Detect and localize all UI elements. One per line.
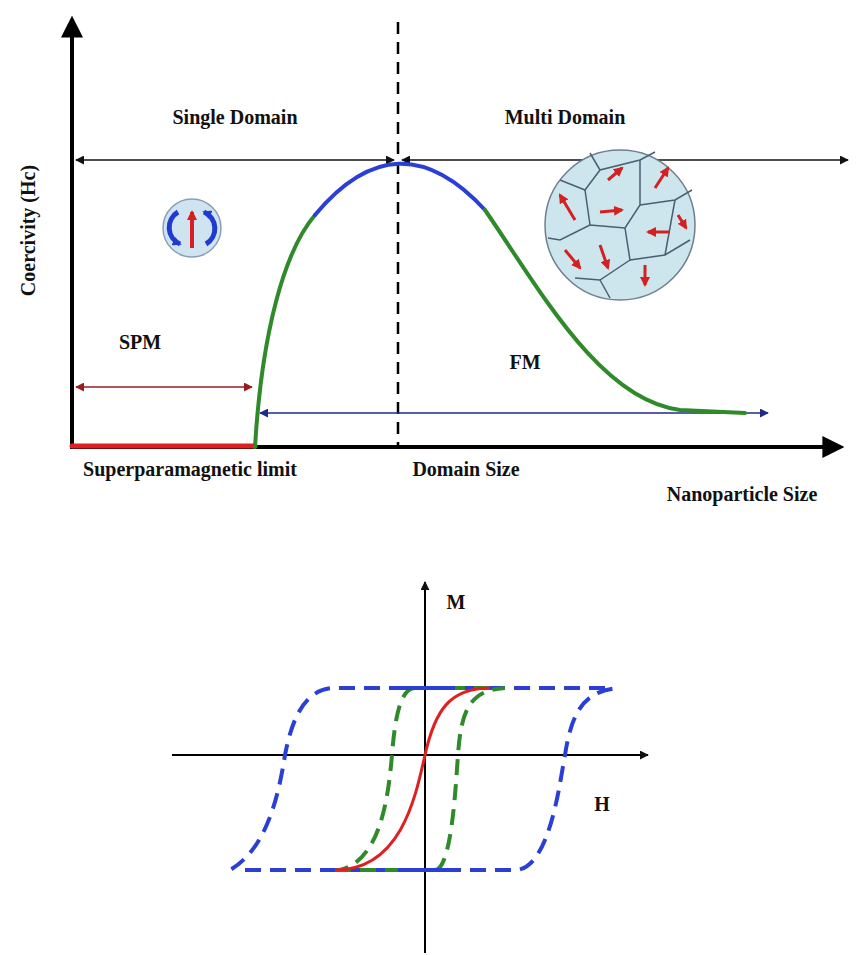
range-label: FM xyxy=(475,348,575,377)
limit-label: Superparamagnetic limit xyxy=(65,455,315,484)
single-domain-arrow xyxy=(76,159,394,161)
single-domain-icon xyxy=(163,199,221,257)
hysteresis-loops xyxy=(230,688,620,870)
domain-size-line xyxy=(397,22,400,445)
region-label: Multi Domain xyxy=(445,103,685,132)
axis-title: Coercivity (Hc) xyxy=(14,100,43,360)
spm-range-arrow xyxy=(76,386,252,388)
hysteresis-axes xyxy=(172,582,648,953)
axis-label: H xyxy=(582,790,622,819)
region-label: Single Domain xyxy=(115,103,355,132)
chart-axes xyxy=(70,20,840,449)
marker-label: Domain Size xyxy=(376,455,556,484)
multi-domain-icon xyxy=(545,150,695,300)
axis-label: M xyxy=(436,588,476,617)
range-label: SPM xyxy=(90,328,190,357)
axis-label: Nanoparticle Size xyxy=(632,480,852,509)
